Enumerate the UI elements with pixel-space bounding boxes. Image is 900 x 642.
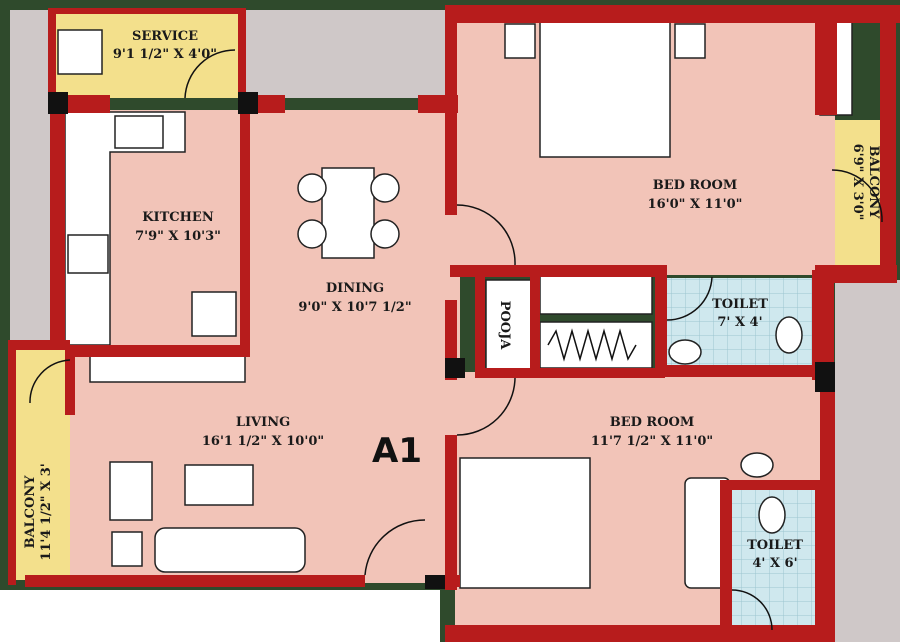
bedroom2-size: 11'7 1/2" X 11'0"	[591, 434, 713, 449]
door-balcony-right[interactable]	[831, 169, 883, 223]
balcony-left-size: 11'4 1/2" X 3'	[39, 463, 54, 560]
bed-1	[539, 21, 671, 158]
toilet-icon	[775, 316, 803, 354]
cabinet	[539, 271, 653, 315]
chair	[370, 219, 400, 249]
toilet2-name: TOILET	[747, 538, 803, 553]
outside-area	[10, 10, 52, 350]
washbasin-icon	[740, 452, 774, 478]
chair	[297, 219, 327, 249]
balcony-right-name: BALCONY	[866, 145, 881, 219]
bedroom2-name: BED ROOM	[610, 415, 695, 430]
toilet2-size: 4' X 6'	[752, 556, 797, 571]
sink-icon	[114, 115, 164, 149]
dining-size: 9'0" X 10'7 1/2"	[298, 300, 411, 315]
toilet1-size: 7' X 4'	[717, 315, 762, 330]
living-size: 16'1 1/2" X 10'0"	[202, 434, 324, 449]
fridge	[191, 291, 237, 337]
side-table	[674, 23, 706, 59]
washbasin-icon	[668, 339, 702, 365]
toilet1-name: TOILET	[712, 297, 768, 312]
dining-name: DINING	[326, 281, 384, 296]
door-bedroom-2[interactable]	[456, 377, 516, 436]
kitchen-size: 7'9" X 10'3"	[135, 229, 221, 244]
walls	[8, 5, 900, 642]
outside-area	[245, 10, 445, 98]
pooja-room	[485, 279, 533, 373]
bed-2	[459, 457, 591, 589]
dining-table	[321, 167, 375, 259]
service-name: SERVICE	[132, 29, 198, 44]
living-name: LIVING	[236, 415, 290, 430]
door-service[interactable]	[184, 49, 236, 99]
toilet-icon	[758, 496, 786, 534]
door-toilet-2[interactable]	[731, 589, 773, 631]
room-balcony-left	[8, 345, 70, 580]
coffee-table	[184, 464, 254, 506]
armchair	[109, 461, 153, 521]
door-bedroom-1[interactable]	[456, 204, 516, 266]
bedroom1-name: BED ROOM	[653, 178, 738, 193]
unit-label: A1	[372, 431, 422, 471]
pooja-name: POOJA	[497, 301, 512, 351]
sofa	[154, 527, 306, 573]
main-door[interactable]	[364, 519, 426, 576]
hanger-icon	[547, 328, 637, 362]
outside-area	[835, 280, 900, 642]
side-table	[504, 23, 536, 59]
bedroom1-size: 16'0" X 11'0"	[648, 197, 743, 212]
balcony-right-size: 6'9" X 3'0"	[850, 144, 865, 221]
kitchen-name: KITCHEN	[142, 210, 214, 225]
chair	[370, 173, 400, 203]
washing-machine	[57, 29, 103, 75]
outside-area	[0, 590, 440, 642]
balcony-left-name: BALCONY	[23, 475, 38, 549]
door-balcony-left[interactable]	[29, 359, 71, 404]
door-toilet-1[interactable]	[666, 276, 713, 321]
service-size: 9'1 1/2" X 4'0"	[113, 47, 217, 62]
stove-icon	[67, 234, 109, 274]
side-table	[111, 531, 143, 567]
chair	[297, 173, 327, 203]
